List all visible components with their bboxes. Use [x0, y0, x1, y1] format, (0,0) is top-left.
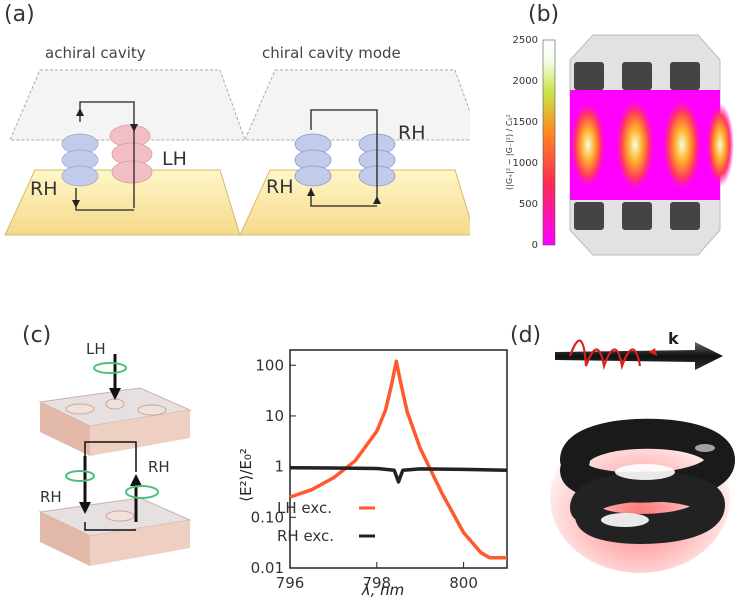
cb-tick-2500: 2500: [513, 35, 538, 46]
legend-rh-label: RH exc.: [277, 527, 334, 545]
blue-helix: [61, 133, 99, 187]
cb-tick-1500: 1500: [513, 117, 538, 128]
cb-tick-0: 0: [532, 240, 538, 251]
y-tick-label: 1: [274, 458, 284, 476]
x-tick-label: 800: [449, 574, 478, 592]
y-tick-label: 0.01: [251, 559, 284, 577]
plot-frame: [289, 349, 508, 569]
colorbar-title: (|G₊|² − |G₋|²) / C₀²: [505, 114, 514, 190]
achiral-right-hand-label: LH: [162, 148, 187, 170]
colorbar: [542, 39, 556, 246]
achiral-cavity-title: achiral cavity: [45, 44, 146, 62]
panel-a-label: (a): [4, 2, 35, 27]
x-axis-label: λ, nm: [361, 581, 405, 599]
schematic-left-label: RH: [40, 488, 62, 506]
helix-illustration: k: [550, 330, 736, 573]
dark-helix: [560, 418, 736, 544]
y-axis-label: ⟨E²⟩/E₀²: [237, 448, 255, 502]
cb-tick-1000: 1000: [513, 158, 538, 169]
x-tick-label: 796: [276, 574, 305, 592]
top-mirror: [9, 69, 246, 141]
spectrum-chart: ⟨E²⟩/E₀² λ, nm 796 798 800 100 10 1 0.10…: [237, 349, 508, 599]
field-map: 0 500 1000 1500 2000 2500 (|G₊|² − |G₋|²…: [505, 34, 734, 256]
metasurface-schematic: [38, 354, 192, 566]
schematic-top-label: LH: [86, 340, 106, 358]
chiral-cavity-title: chiral cavity mode: [262, 44, 401, 62]
pink-helix: [109, 124, 153, 184]
cb-tick-500: 500: [519, 199, 538, 210]
chiral-left-hand-label: RH: [266, 176, 294, 198]
y-tick-label: 100: [255, 356, 284, 374]
y-tick-label: 0.10: [251, 508, 284, 526]
rh-series-line: [289, 466, 508, 484]
legend-lh-label: LH exc.: [277, 499, 332, 517]
k-arrow: [555, 342, 723, 370]
schematic-right-label: RH: [148, 458, 170, 476]
cb-tick-2000: 2000: [513, 76, 538, 87]
chiral-right-hand-label: RH: [398, 122, 426, 144]
cavity-illustrations: [4, 69, 470, 236]
x-tick-label: 798: [362, 574, 391, 592]
dark-blocks: [574, 62, 700, 230]
chiral-cavity: [239, 69, 470, 236]
red-spiral: [568, 339, 642, 371]
achiral-cavity: [4, 69, 246, 236]
panel-d-label: (d): [510, 323, 542, 348]
colorbar-ticks: 0 500 1000 1500 2000 2500: [513, 35, 538, 251]
panel-c-label: (c): [22, 323, 52, 348]
top-slab: [38, 387, 192, 456]
bottom-slab: [38, 497, 192, 566]
k-label: k: [668, 330, 679, 348]
y-tick-label: 10: [265, 407, 284, 425]
achiral-left-hand-label: RH: [30, 178, 58, 200]
panel-b-label: (b): [528, 2, 560, 27]
